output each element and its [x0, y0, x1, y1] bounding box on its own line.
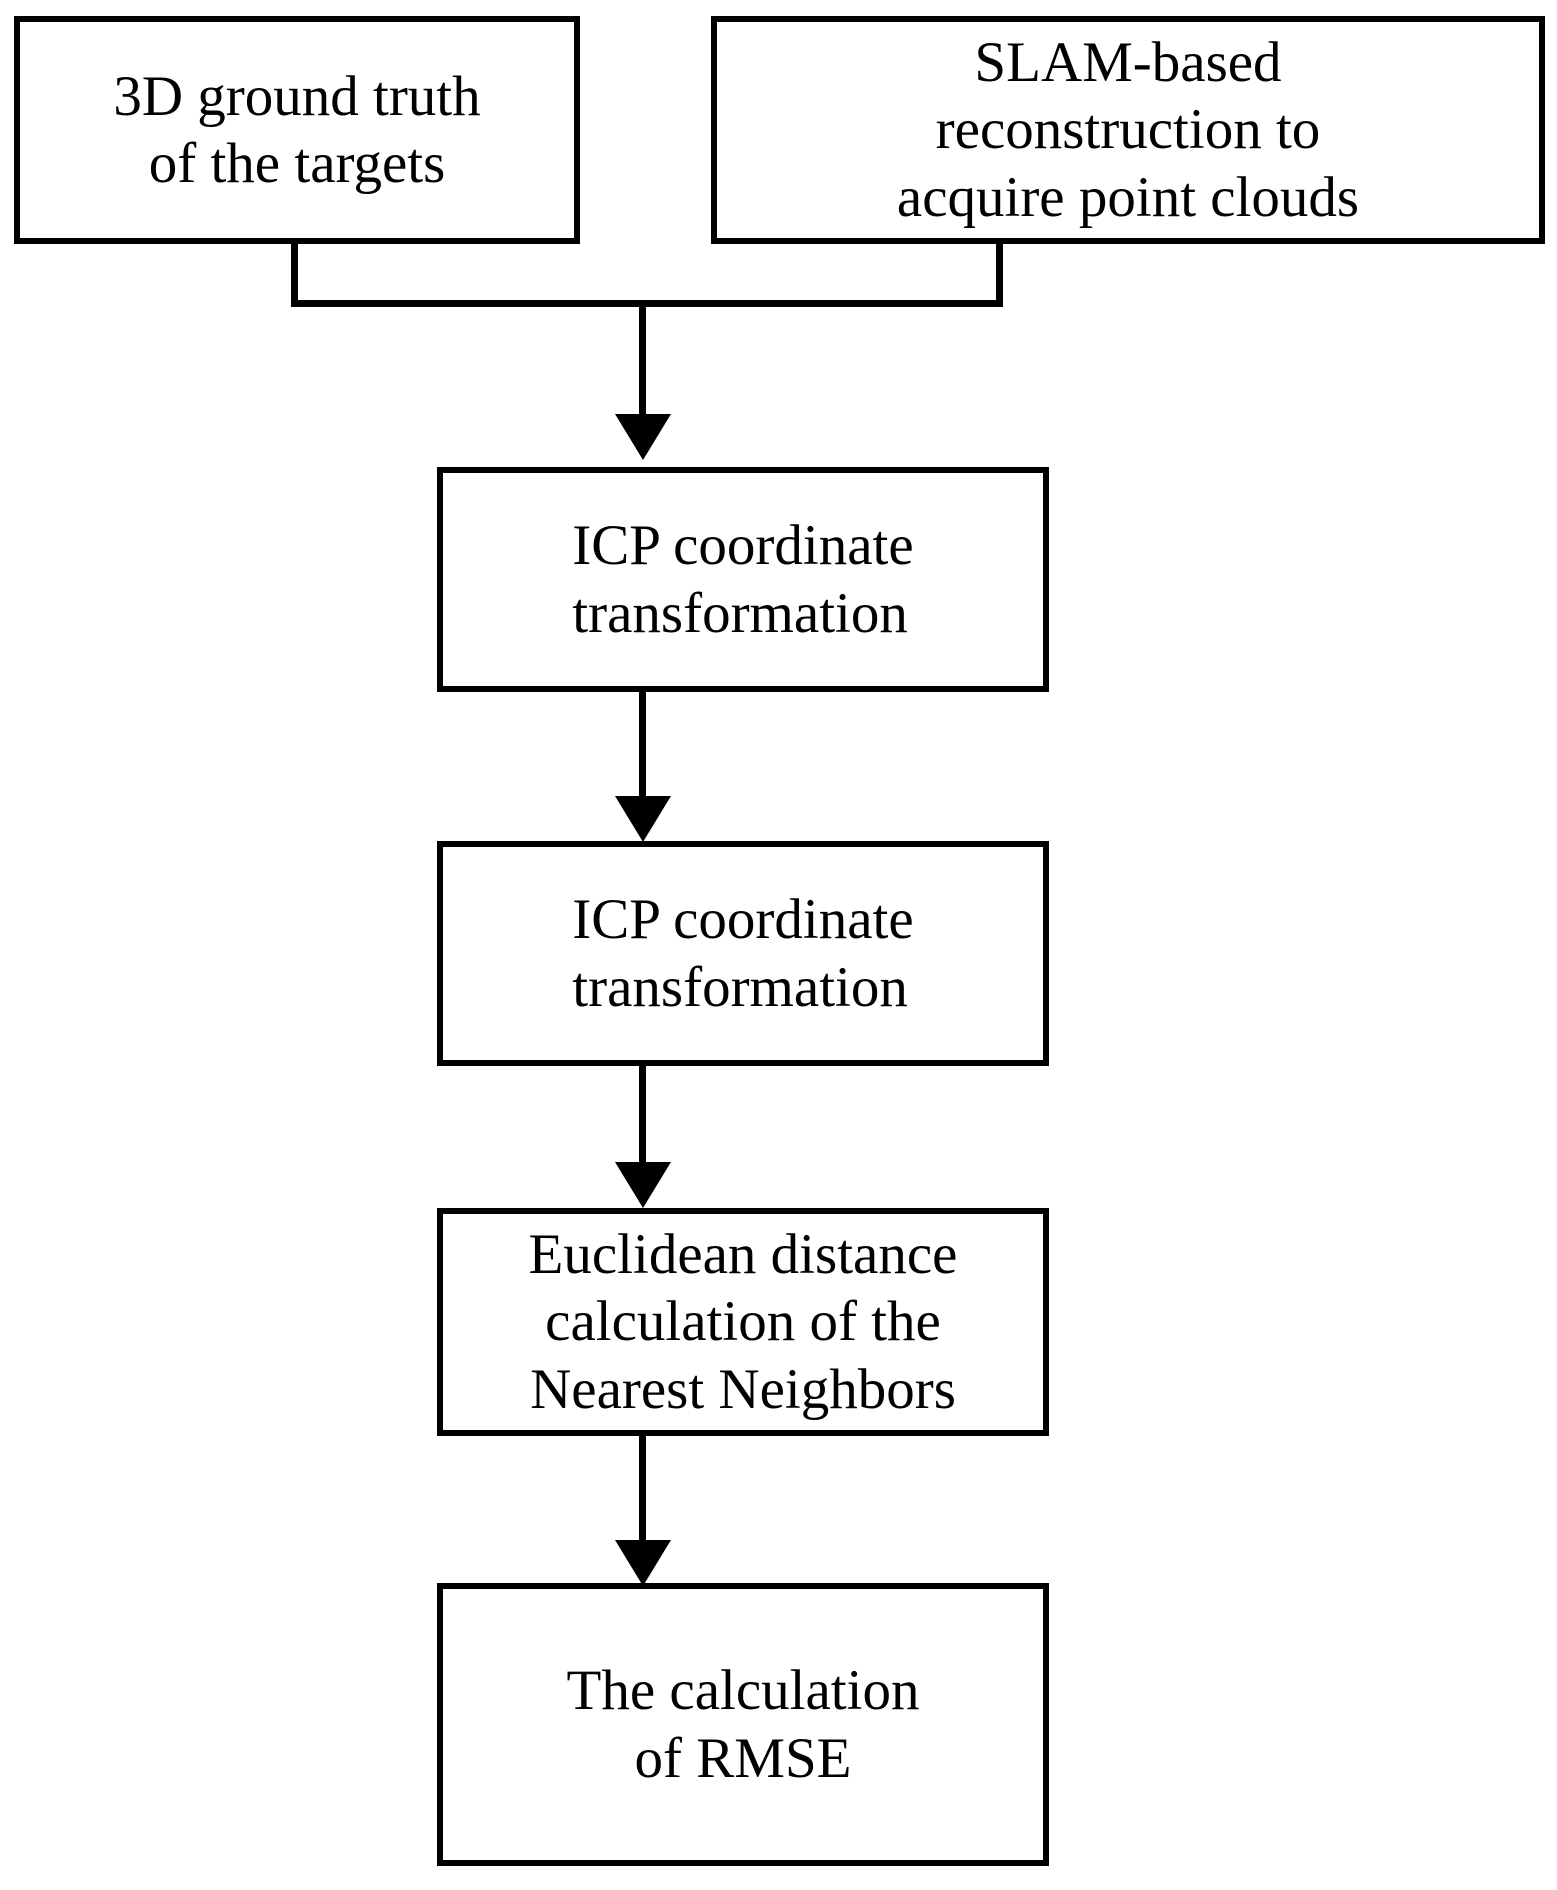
connector-slam-stub	[996, 243, 1003, 305]
connector-icp2-to-euclidean	[639, 1066, 646, 1170]
node-rmse-calculation[interactable]: The calculation of RMSE	[437, 1583, 1049, 1866]
node-slam-reconstruction[interactable]: SLAM-based reconstruction to acquire poi…	[711, 16, 1545, 244]
node-icp-transformation-1[interactable]: ICP coordinate transformation	[437, 467, 1049, 692]
node-euclidean-distance[interactable]: Euclidean distance calculation of the Ne…	[437, 1208, 1049, 1436]
arrowhead-icon-euclidean-to-rmse	[615, 1540, 671, 1586]
connector-icp1-to-icp2	[639, 692, 646, 800]
node-icp-transformation-1-label: ICP coordinate transformation	[572, 514, 914, 645]
connector-euclidean-to-rmse	[639, 1436, 646, 1544]
node-ground-truth[interactable]: 3D ground truth of the targets	[14, 16, 580, 244]
node-rmse-calculation-label: The calculation of RMSE	[566, 1659, 920, 1790]
node-euclidean-distance-label: Euclidean distance calculation of the Ne…	[528, 1223, 958, 1421]
arrowhead-icon-icp1-to-icp2	[615, 796, 671, 842]
connector-merge-bar	[291, 300, 1003, 307]
node-icp-transformation-2[interactable]: ICP coordinate transformation	[437, 841, 1049, 1066]
connector-merge-down	[639, 300, 646, 418]
connector-ground-truth-stub	[291, 243, 298, 305]
node-ground-truth-label: 3D ground truth of the targets	[113, 64, 481, 195]
node-slam-reconstruction-label: SLAM-based reconstruction to acquire poi…	[896, 31, 1360, 229]
arrowhead-icon-icp2-to-euclidean	[615, 1162, 671, 1208]
arrowhead-icon-merge-to-icp1	[615, 414, 671, 460]
node-icp-transformation-2-label: ICP coordinate transformation	[572, 888, 914, 1019]
